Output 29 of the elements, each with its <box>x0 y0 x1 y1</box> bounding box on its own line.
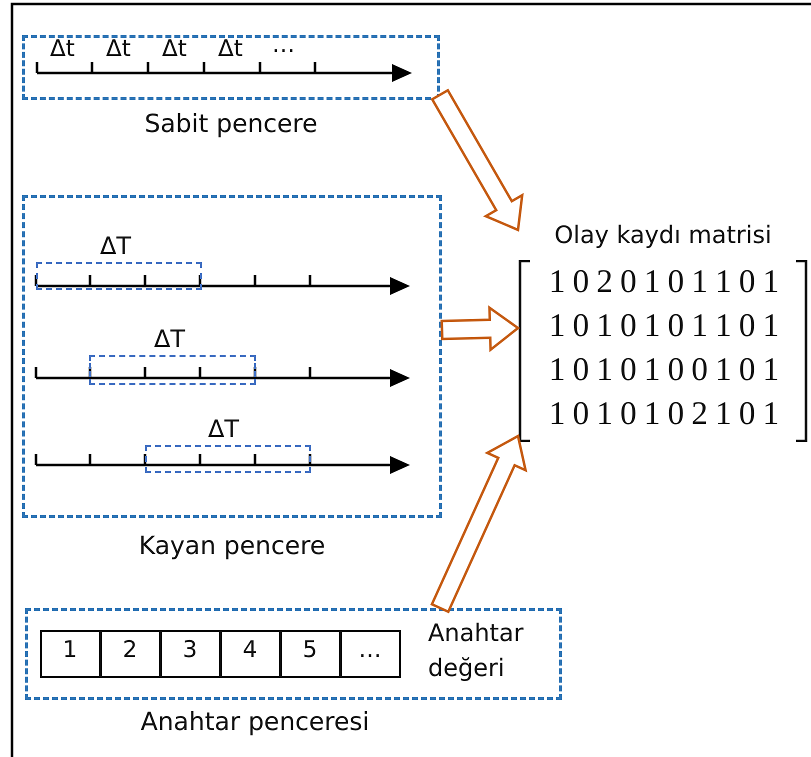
key-label: Anahtar değeri <box>428 618 525 684</box>
interval-label: Δt <box>50 36 75 62</box>
window-caption: Anahtar penceresi <box>140 708 370 737</box>
key-value: 2 <box>122 636 138 663</box>
key-value: 4 <box>242 636 258 663</box>
matrix-title: Olay kaydı matrisi <box>553 222 773 250</box>
interval-label: Δt <box>162 36 187 62</box>
matrix-row-text: 1 0 2 0 1 0 1 1 0 1 <box>548 264 780 302</box>
interval-label: Δt <box>218 36 243 62</box>
key-cell <box>220 630 281 678</box>
block-arrow <box>430 434 528 614</box>
key-cell <box>100 630 161 678</box>
window-caption: Sabit pencere <box>143 110 319 139</box>
key-value: 5 <box>302 636 318 663</box>
key-cell <box>160 630 221 678</box>
key-cell <box>280 630 341 678</box>
key-cell <box>340 630 401 678</box>
interval-label: Δt <box>106 36 131 62</box>
block-arrow <box>440 305 520 352</box>
key-cell <box>40 630 101 678</box>
key-value: 3 <box>182 636 198 663</box>
window-caption: Kayan pencere <box>138 532 326 561</box>
matrix-row-text: 1 0 1 0 1 0 1 1 0 1 <box>548 308 780 346</box>
key-value: … <box>358 636 382 663</box>
key-value: 1 <box>62 636 78 663</box>
block-arrow <box>430 88 524 232</box>
matrix-row-text: 1 0 1 0 1 0 0 1 0 1 <box>548 352 780 390</box>
interval-label: … <box>272 32 295 58</box>
matrix-row-text: 1 0 1 0 1 0 2 1 0 1 <box>548 396 780 434</box>
